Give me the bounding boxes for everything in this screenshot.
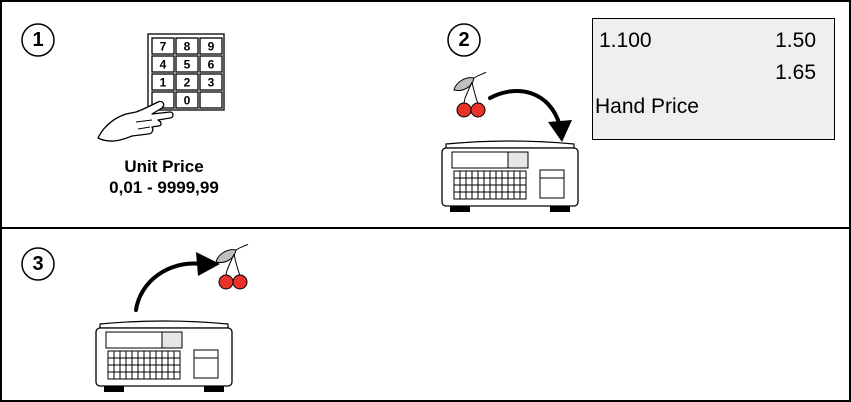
display-weight: 1.100 (599, 29, 652, 52)
display-status: Hand Price (595, 95, 699, 118)
display-unit-price: 1.50 (775, 29, 816, 52)
cherries-icon (453, 72, 487, 118)
keypad-key-label: 2 (184, 76, 191, 90)
keypad-key (175, 91, 199, 109)
keypad-key (151, 73, 175, 91)
keypad-key-label: 8 (184, 40, 191, 54)
keypad-key-label: 5 (184, 58, 191, 72)
step-2-number: 2 (458, 29, 470, 51)
keypad-key-label: 7 (160, 40, 167, 54)
unit-price-range: 0,01 - 9999,99 (109, 178, 219, 197)
display-total: 1.65 (775, 61, 816, 84)
keypad-key (199, 37, 223, 55)
arrow-to-scale (488, 89, 572, 142)
keypad-icon: 7 8 9 4 5 6 1 2 3 0 (97, 33, 225, 142)
step-1-circle (21, 23, 55, 57)
keypad-key (199, 55, 223, 73)
keypad-key-label: 0 (184, 94, 191, 108)
unit-price-title: Unit Price (124, 157, 204, 176)
keypad-key-label: 6 (208, 58, 215, 72)
keypad-key-label: 4 (160, 58, 167, 72)
scale-icon (441, 140, 579, 212)
scale-display: 1.100 1.50 1.65 Hand Price (592, 18, 835, 140)
keypad-key (175, 55, 199, 73)
step-1-number: 1 (32, 29, 44, 51)
keypad-key (175, 73, 199, 91)
step-3-number: 3 (32, 253, 44, 275)
step-2-circle (447, 23, 481, 57)
arrow-from-scale (134, 252, 220, 312)
keypad-key (175, 37, 199, 55)
cherries-icon (215, 244, 249, 290)
keypad-key-label: 3 (208, 76, 215, 90)
scale-icon (95, 320, 233, 392)
keypad-key-label: 9 (208, 40, 215, 54)
keypad-key (151, 55, 175, 73)
keypad-key-label: 1 (160, 76, 167, 90)
step-3-circle (21, 247, 55, 281)
keypad-key (199, 91, 223, 109)
keypad-key (199, 73, 223, 91)
keypad-key (151, 37, 175, 55)
